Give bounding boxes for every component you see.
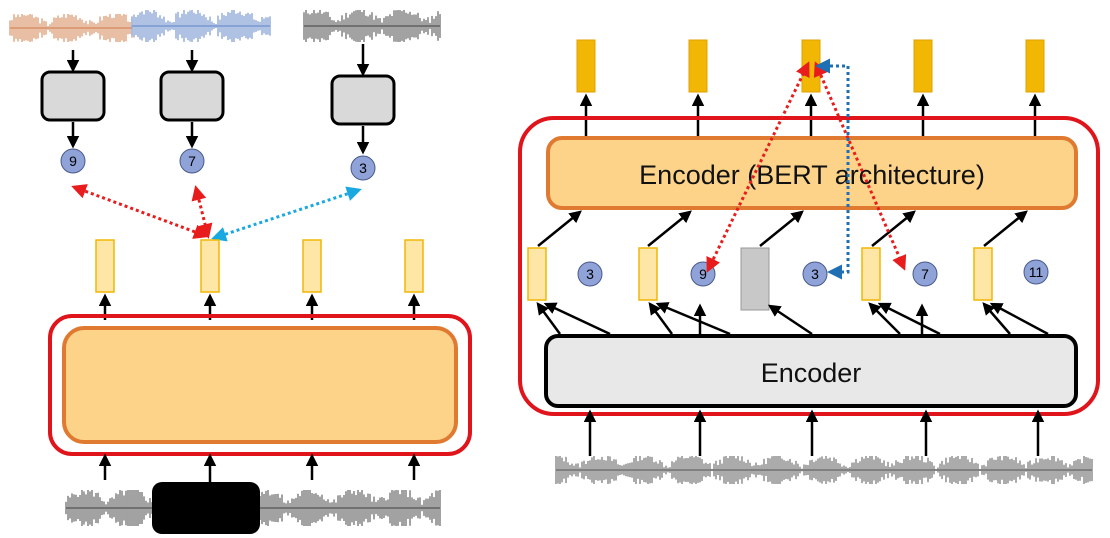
right-diag-up-1 [537, 210, 582, 247]
kmeans-box-2 [159, 70, 225, 122]
right-panel: Encoder (BERT architecture) 3 9 3 7 [518, 39, 1100, 484]
target-id-5-label: 11 [1029, 264, 1044, 280]
left-top-waveforms [9, 10, 441, 42]
right-red-dotted-arrow-1 [706, 61, 810, 273]
right-diag-up-5 [983, 210, 1028, 247]
target-id-3: 3 [802, 261, 828, 287]
left-model-frame [48, 314, 472, 456]
right-feature-1 [527, 247, 547, 301]
target-id-1: 3 [577, 261, 603, 287]
right-diag-b-3 [767, 304, 813, 336]
bert-encoder-label: Encoder (BERT architecture) [639, 160, 985, 190]
left-panel: 9 7 3 [9, 10, 472, 534]
right-diag-b-1 [543, 302, 611, 336]
cluster-id-2: 7 [179, 148, 205, 174]
waveform-orange [9, 14, 133, 42]
cluster-id-3-label: 3 [359, 160, 367, 176]
cluster-id-2-label: 7 [188, 153, 196, 169]
right-diag-up-3 [759, 210, 804, 247]
right-diag-a-2 [648, 301, 674, 335]
cluster-id-3: 3 [350, 155, 376, 181]
cnn-encoder [544, 334, 1078, 408]
left-output-feature-2 [200, 239, 220, 293]
left-output-feature-3 [302, 239, 322, 293]
left-red-dotted-arrow-1 [71, 184, 209, 239]
left-blue-dotted-arrow [211, 186, 362, 242]
bert-encoder [546, 136, 1078, 210]
kmeans-box-1 [40, 70, 106, 122]
right-diag-up-2 [647, 210, 692, 247]
right-output-5 [1025, 39, 1045, 93]
right-diag-a-4 [868, 302, 901, 335]
right-masked-feature [740, 247, 770, 311]
target-id-2-label: 9 [699, 266, 707, 282]
waveform-blue [131, 10, 271, 42]
right-feature-4 [861, 247, 881, 301]
target-id-1-label: 3 [586, 266, 594, 282]
target-id-2: 9 [690, 261, 716, 287]
waveform-gray [303, 10, 441, 42]
right-output-1 [576, 39, 596, 93]
cluster-id-1: 9 [60, 148, 86, 174]
left-output-feature-4 [404, 239, 424, 293]
target-id-4-label: 7 [921, 266, 929, 282]
target-id-4: 7 [912, 261, 938, 287]
left-mask-block [152, 482, 260, 534]
kmeans-box-3 [330, 74, 396, 126]
right-diag-b-2 [655, 302, 731, 336]
right-bottom-waveform-lines [555, 456, 1093, 484]
right-diag-b-5 [989, 302, 1049, 336]
right-diag-a-1 [536, 301, 562, 335]
cnn-encoder-label: Encoder [761, 358, 862, 388]
left-output-feature-1 [95, 239, 115, 293]
right-output-4 [913, 39, 933, 93]
target-id-3-label: 3 [811, 266, 819, 282]
right-diag-a-5 [982, 302, 1011, 335]
right-feature-5 [973, 247, 993, 301]
left-red-dotted-arrow-2 [191, 185, 213, 239]
right-output-2 [688, 39, 708, 93]
target-id-5: 11 [1023, 259, 1049, 285]
right-feature-2 [638, 247, 658, 301]
right-diag-b-4 [877, 302, 941, 336]
right-input-waveform [555, 456, 1093, 484]
cluster-id-1-label: 9 [69, 153, 77, 169]
right-blue-dotted-arrow [815, 58, 850, 280]
left-encoder [62, 326, 458, 444]
